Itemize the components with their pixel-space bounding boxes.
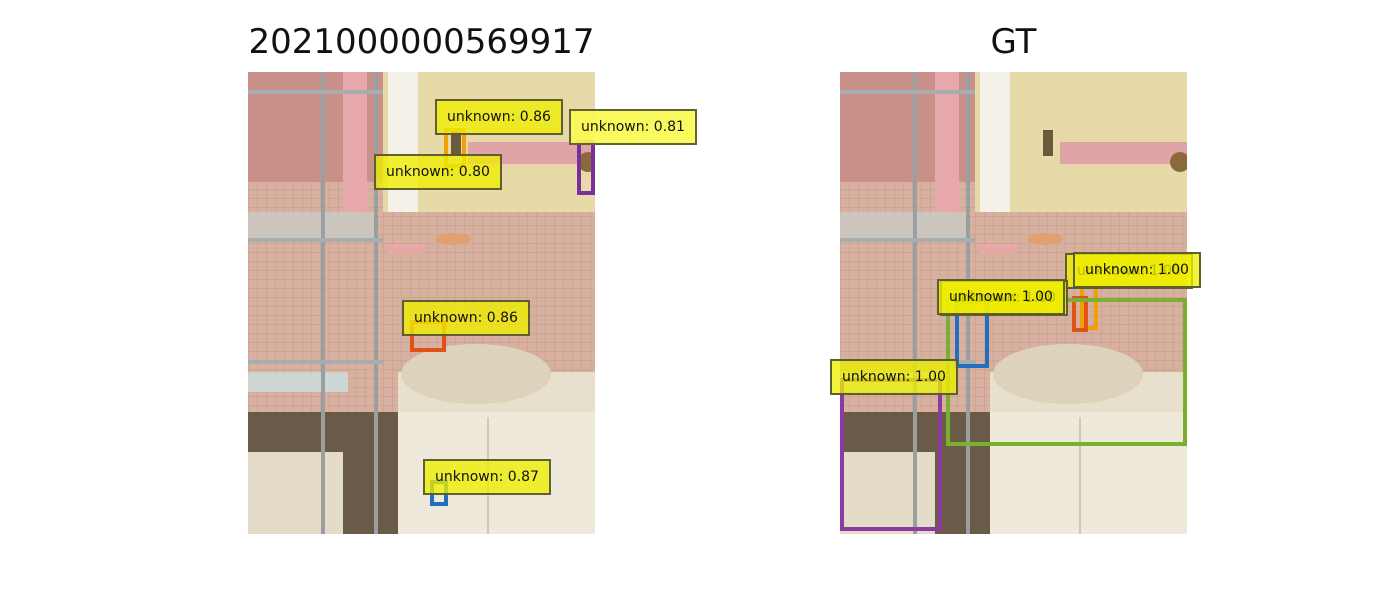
right-panel-title: GT (990, 22, 1037, 62)
left-panel-title: 2021000000569917 (248, 22, 595, 62)
left-bathroom-image (248, 72, 595, 534)
right-bathroom-image (840, 72, 1187, 534)
